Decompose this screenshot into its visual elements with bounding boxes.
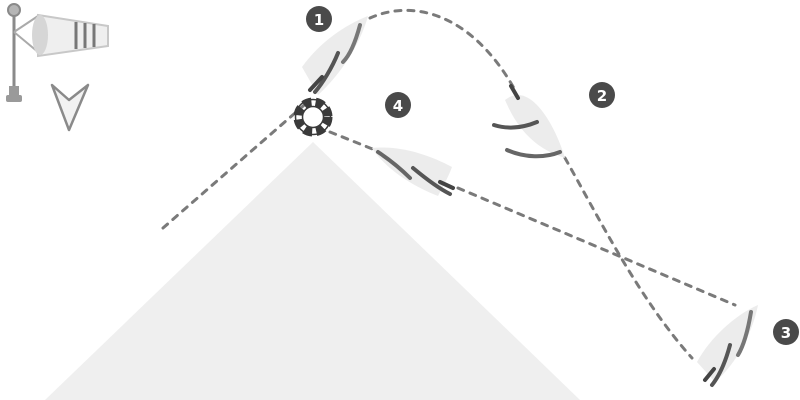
sailboat-icon bbox=[302, 16, 368, 95]
sailboat-icon bbox=[697, 305, 758, 387]
life-ring-icon bbox=[293, 97, 333, 137]
step-badge-2: 2 bbox=[589, 82, 615, 108]
step-label: 4 bbox=[393, 97, 403, 115]
step-label: 3 bbox=[781, 324, 791, 342]
step-badge-3: 3 bbox=[773, 319, 799, 345]
course-paths bbox=[161, 8, 737, 360]
sailboat-icon bbox=[492, 84, 565, 159]
wind-direction-arrow-icon bbox=[50, 83, 90, 132]
step-label: 1 bbox=[314, 11, 324, 29]
sailboat-icon bbox=[372, 147, 455, 196]
step-label: 2 bbox=[597, 87, 607, 105]
windsock-icon bbox=[6, 3, 109, 102]
step-badge-4: 4 bbox=[385, 92, 411, 118]
step-badge-1: 1 bbox=[306, 6, 332, 32]
no-go-zone bbox=[45, 142, 580, 400]
